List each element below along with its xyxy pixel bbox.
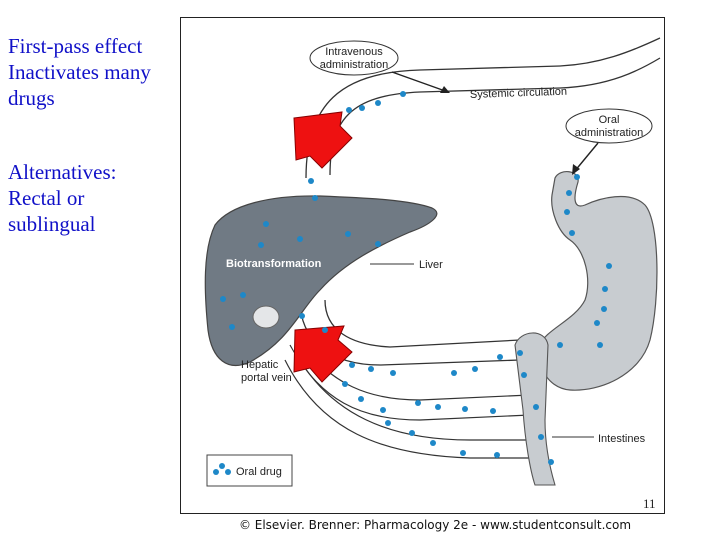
iv-pointer-arrowhead [440, 86, 450, 93]
legend-dot [213, 469, 219, 475]
biotransformation-label: Biotransformation [226, 258, 322, 270]
first-pass-heading: First-pass effect Inactivates many drugs [8, 33, 151, 111]
oral-pointer-line [573, 142, 599, 173]
page-number: 11 [643, 496, 656, 511]
portal-label-line: Hepatic [241, 359, 279, 371]
alternatives-line: sublingual [8, 212, 96, 236]
intestines-label: Intestines [598, 433, 646, 445]
alternatives-text: Alternatives: Rectal or sublingual [8, 159, 116, 237]
systemic-circulation-label: Systemic circulation [470, 86, 568, 101]
gallbladder [252, 305, 280, 329]
iv-label-line: administration [320, 59, 388, 71]
legend-label: Oral drug [236, 466, 282, 478]
legend-dot [219, 463, 225, 469]
red-arrow-upper [293, 111, 353, 169]
alternatives-line: Alternatives: [8, 160, 117, 184]
heading-line: First-pass effect [8, 34, 143, 58]
oral-label-bubble [565, 108, 653, 144]
heading-line: Inactivates many [8, 60, 151, 84]
oral-pointer-arrowhead [572, 164, 580, 175]
copyright-credit: © Elsevier. Brenner: Pharmacology 2e - w… [238, 518, 632, 532]
legend-dot [225, 469, 231, 475]
iv-label-line: Intravenous [325, 46, 383, 58]
portal-label-line: portal vein [241, 372, 292, 384]
legend-box [206, 454, 293, 487]
red-arrow-lower [293, 325, 353, 383]
heading-line: drugs [8, 86, 55, 110]
legend: Oral drug [206, 454, 293, 487]
oral-label-line: administration [575, 127, 643, 139]
iv-pointer-line [391, 71, 449, 93]
oral-label-line: Oral [599, 114, 620, 126]
iv-label-bubble [309, 40, 399, 76]
drug-dots [220, 91, 612, 465]
stomach [538, 171, 658, 391]
liver-label: Liver [419, 259, 443, 271]
alternatives-line: Rectal or [8, 186, 85, 210]
